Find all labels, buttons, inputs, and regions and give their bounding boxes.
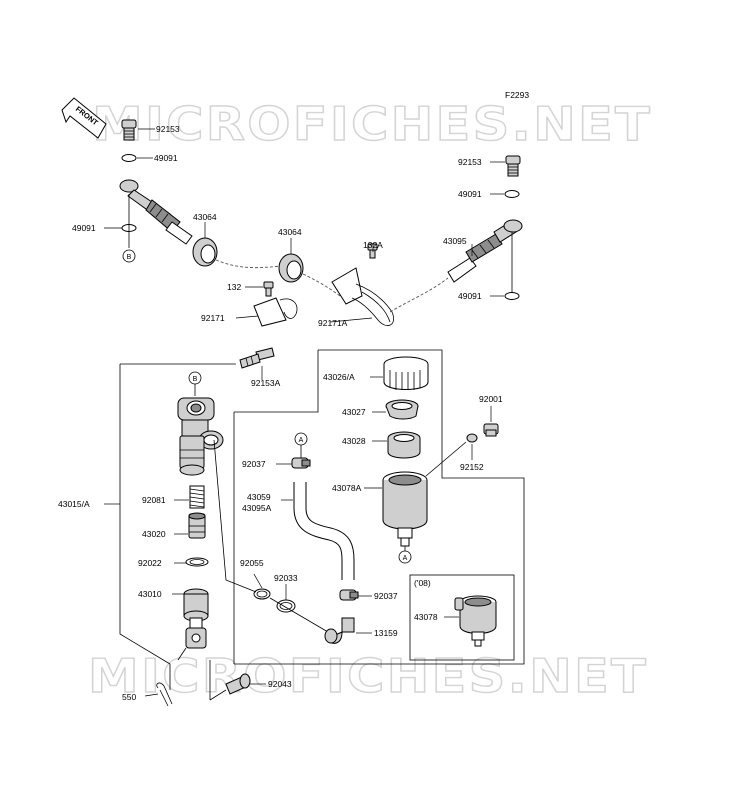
ref-a-label-bot: A (403, 555, 408, 562)
label-43078: 43078 (414, 612, 438, 622)
variant-label: ('08) (414, 578, 431, 588)
label-92037-top: 92037 (242, 459, 266, 469)
washer-top-part (121, 154, 137, 162)
label-43064-left: 43064 (193, 212, 217, 222)
label-43059: 43059 (247, 492, 271, 502)
label-132a: 132A (363, 240, 383, 250)
variant-box (409, 574, 515, 661)
label-92033: 92033 (274, 573, 298, 583)
label-43028: 43028 (342, 436, 366, 446)
label-49091-right-top: 49091 (458, 189, 482, 199)
label-92055: 92055 (240, 558, 264, 568)
group-outline-cap (234, 350, 319, 413)
ref-b-circle-top (122, 249, 136, 263)
washer-right-bot-part (504, 292, 520, 300)
figure-code: F2293 (505, 90, 529, 100)
ref-b-label-top: B (127, 254, 132, 261)
bolt-132a-part (367, 243, 378, 259)
ref-b-label-mid: B (193, 376, 198, 383)
label-43015a: 43015/A (58, 499, 90, 509)
o-ring-inner (256, 590, 268, 598)
label-92152: 92152 (460, 462, 484, 472)
grommet-mid-part (278, 253, 304, 283)
label-92153-top: 92153 (156, 124, 180, 134)
hose-banjo-right-part (447, 219, 523, 283)
ref-a-label-top: A (299, 437, 304, 444)
plate-43027-part (385, 399, 419, 420)
hose-dashed-mid (302, 273, 341, 297)
label-92171a: 92171A (318, 318, 348, 328)
circlip-inner (189, 559, 205, 565)
label-132: 132 (227, 282, 241, 292)
label-43064-mid: 43064 (278, 227, 302, 237)
label-43010: 43010 (138, 589, 162, 599)
clamp-92037-top-part (291, 457, 311, 469)
clamp-92171-part (253, 297, 298, 327)
label-43026a: 43026/A (323, 372, 355, 382)
label-92153a: 92153A (251, 378, 281, 388)
label-43020: 43020 (142, 529, 166, 539)
clamp-92171a-part (331, 267, 394, 326)
diaphragm-43028-part (387, 431, 421, 459)
label-43095: 43095 (443, 236, 467, 246)
o-ring-92055-part (253, 588, 271, 600)
push-rod-43010-part (183, 588, 209, 649)
grommet-left-part (192, 237, 218, 267)
reservoir-cap-43026a-part (383, 356, 429, 390)
banjo-bolt-right-part (505, 155, 521, 177)
label-49091-left: 49091 (72, 223, 96, 233)
label-43078a: 43078A (332, 483, 362, 493)
banjo-bolt-left-part (121, 119, 137, 141)
clevis-pin-92043-part (225, 673, 251, 695)
group-outline-reservoir (234, 349, 525, 665)
hose-leader-oring (213, 439, 257, 593)
leader-reservoir-bolt (425, 441, 467, 477)
label-43095a: 43095A (242, 503, 272, 513)
master-cylinder-body-part (177, 397, 224, 476)
collar-92152-part (466, 433, 478, 443)
hose-dashed-right (389, 277, 449, 313)
label-43027: 43027 (342, 407, 366, 417)
bolt-92001-part (483, 423, 499, 437)
watermark-bottom: MICROFICHES.NET (88, 649, 648, 703)
spring-92081-part (189, 485, 205, 509)
watermark-top: MICROFICHES.NET (92, 97, 652, 151)
label-92171: 92171 (201, 313, 225, 323)
fitting-13159-part (324, 617, 355, 644)
hose-banjo-left-part (119, 179, 193, 245)
label-92001: 92001 (479, 394, 503, 404)
washer-right-top-part (504, 190, 520, 198)
clip-inner (279, 602, 293, 610)
group-outline-master (119, 364, 171, 690)
label-92043: 92043 (268, 679, 292, 689)
label-92037-bot: 92037 (374, 591, 398, 601)
label-92153-right: 92153 (458, 157, 482, 167)
label-49091-right-bot: 49091 (458, 291, 482, 301)
label-49091-top: 49091 (154, 153, 178, 163)
label-92081: 92081 (142, 495, 166, 505)
bolt-92153a-part (239, 347, 275, 369)
leader-fitting (269, 597, 329, 633)
reservoir-43078a-part (382, 471, 428, 547)
reservoir-43078-part (454, 595, 497, 647)
label-92022: 92022 (138, 558, 162, 568)
label-550: 550 (122, 692, 136, 702)
piston-43020-part (188, 512, 206, 539)
cotter-pin-550-part (156, 682, 173, 707)
bolt-132-part (263, 281, 274, 297)
label-13159: 13159 (374, 628, 398, 638)
hose-dashed-part (215, 259, 283, 269)
clamp-92037-bot-part (339, 589, 359, 601)
hose-43059-fill (294, 482, 354, 580)
